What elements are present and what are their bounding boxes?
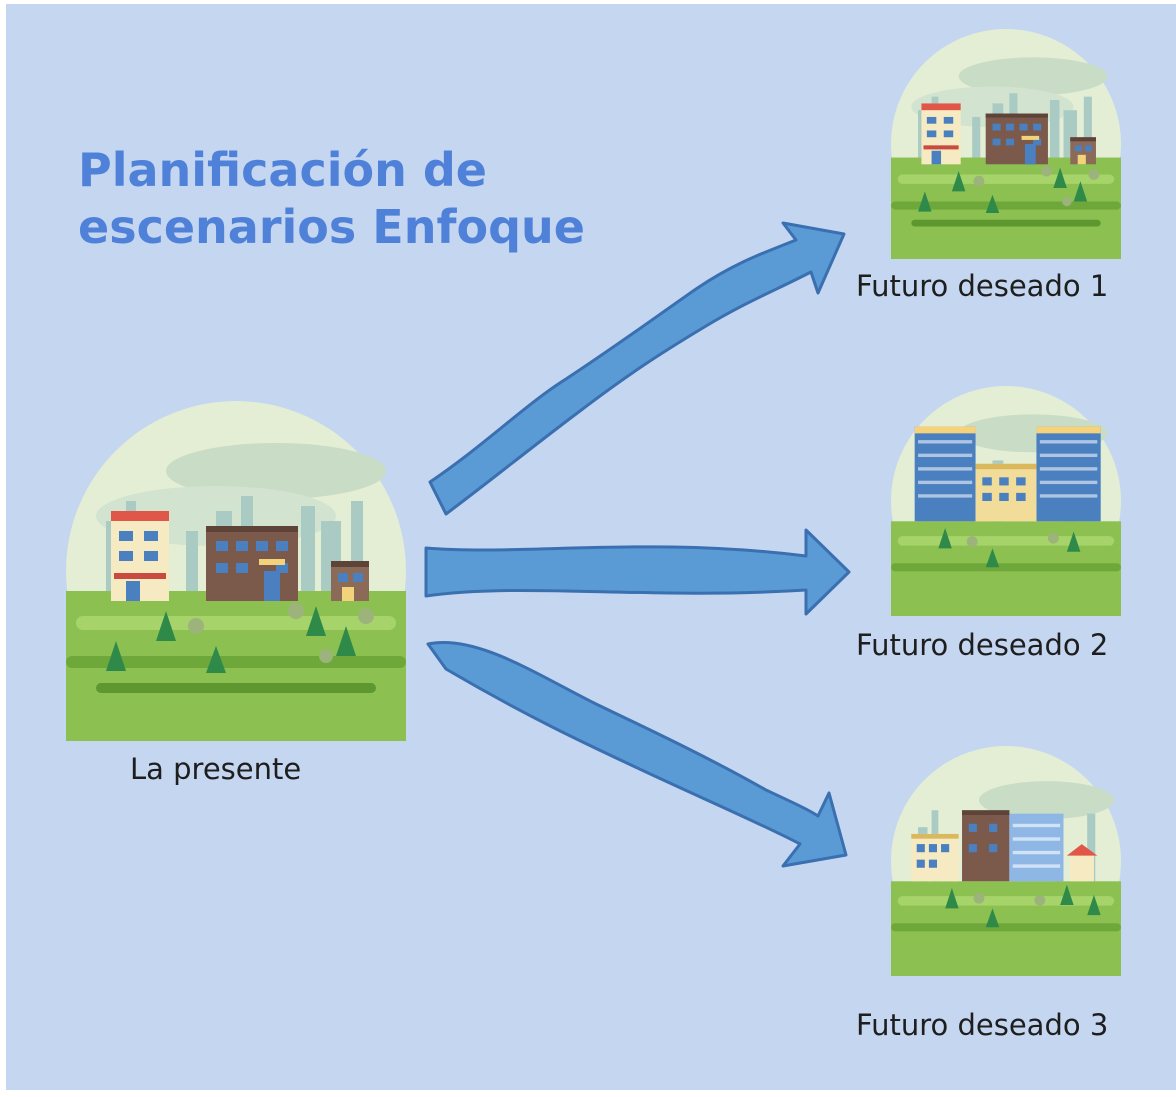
present-city-illustration xyxy=(66,401,406,741)
slide-title: Planificación de escenarios Enfoque xyxy=(78,143,585,254)
future-1-label: Futuro deseado 1 xyxy=(856,269,1109,303)
future-2-city-illustration xyxy=(891,386,1121,616)
diagram-canvas xyxy=(66,29,1121,976)
future-3-city-illustration xyxy=(891,746,1121,976)
slide: Planificación de escenarios Enfoque xyxy=(6,4,1176,1090)
future-2-label: Futuro deseado 2 xyxy=(856,628,1109,662)
arrow-to-future-2 xyxy=(424,528,851,616)
arrow-to-future-3 xyxy=(426,641,848,868)
present-label: La presente xyxy=(130,752,302,786)
arrow-to-future-1 xyxy=(428,221,846,516)
future-3-label: Futuro deseado 3 xyxy=(856,1008,1109,1042)
future-1-city-illustration xyxy=(891,29,1121,259)
